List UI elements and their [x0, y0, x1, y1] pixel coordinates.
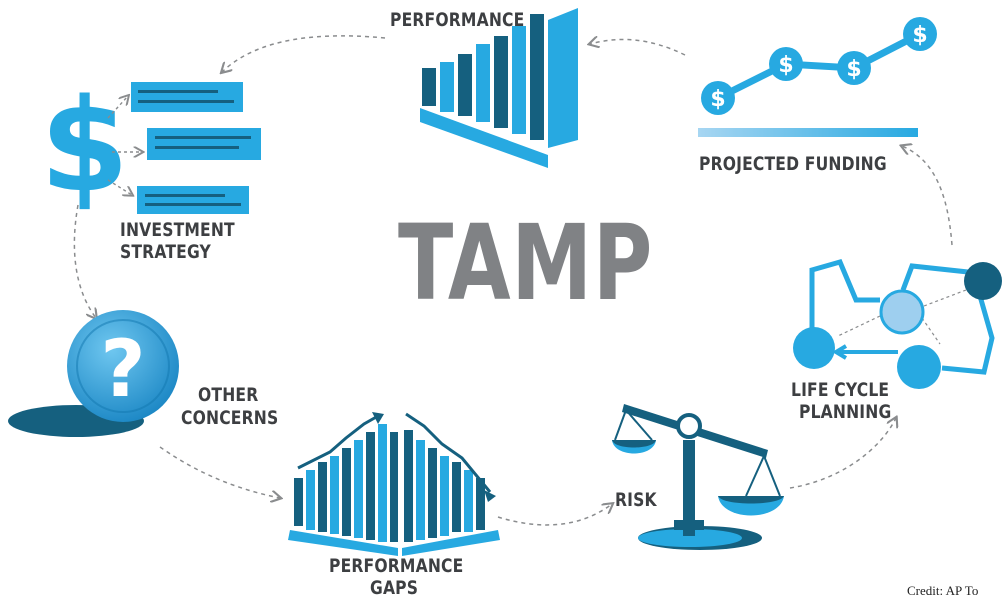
other-concerns-label-line2: CONCERNS	[181, 407, 279, 429]
flow-nodes-icon	[793, 258, 1002, 389]
dollar-line-icon: $ $ $ $	[698, 17, 937, 137]
risk-label: RISK	[615, 489, 657, 511]
investment-strategy-label-line2: STRATEGY	[120, 241, 212, 263]
performance-gaps-label-line2: GAPS	[370, 577, 419, 599]
life-cycle-label-line1: LIFE CYCLE	[791, 379, 890, 401]
svg-text:$: $	[778, 53, 793, 78]
svg-text:$: $	[912, 23, 927, 48]
bar-chart-icon	[420, 8, 578, 168]
balance-scale-icon	[612, 404, 784, 550]
investment-strategy-label-line1: INVESTMENT	[120, 219, 235, 241]
connector-performance-to-strategy	[222, 35, 386, 72]
projected-funding-label: PROJECTED FUNDING	[699, 153, 887, 175]
cycle-connectors	[73, 35, 953, 526]
svg-text:$: $	[40, 72, 129, 221]
svg-text:?: ?	[100, 325, 145, 415]
performance-gaps-label-line1: PERFORMANCE	[329, 555, 464, 577]
connector-gaps-to-risk	[497, 504, 612, 526]
life-cycle-label-line2: PLANNING	[799, 401, 892, 423]
connector-risk-to-lifecycle	[789, 418, 896, 489]
other-concerns-label-line1: OTHER	[198, 384, 259, 406]
connector-strategy-to-concerns	[73, 204, 96, 318]
question-mark-icon: ?	[8, 310, 179, 437]
performance-label: PERFORMANCE	[390, 9, 525, 31]
svg-text:$: $	[846, 57, 861, 82]
svg-text:$: $	[710, 87, 725, 112]
center-title: TAMP	[398, 202, 654, 324]
dollar-list-icon: $	[40, 72, 261, 221]
connector-funding-to-performance	[590, 39, 686, 56]
connector-lifecycle-to-funding	[902, 146, 953, 246]
diverging-bars-icon	[288, 412, 500, 556]
credit-text: Credit: AP To	[907, 583, 979, 598]
connector-concerns-to-gaps	[159, 446, 280, 498]
